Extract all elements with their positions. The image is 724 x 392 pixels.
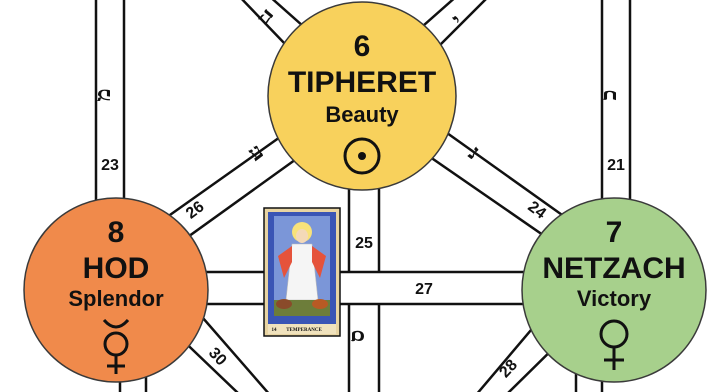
tiphareth-number: 6 xyxy=(354,30,371,63)
path-21-letter: כ xyxy=(596,90,622,101)
path-23-number: 23 xyxy=(101,157,119,174)
tiphareth-name: TIPHERET xyxy=(288,66,436,99)
hod-meaning: Splendor xyxy=(68,286,164,311)
sephira-hod: 8 HOD Splendor xyxy=(24,198,208,382)
netzach-name: NETZACH xyxy=(542,252,685,285)
netzach-number: 7 xyxy=(606,216,623,249)
path-23-channel xyxy=(96,0,124,225)
hod-number: 8 xyxy=(108,216,125,249)
path-27-channel xyxy=(190,272,540,304)
tiphareth-meaning: Beauty xyxy=(325,102,399,127)
card-roman: 14 xyxy=(272,328,278,333)
path-25-letter: ס xyxy=(344,330,370,343)
sephira-tiphareth: 6 TIPHERET Beauty xyxy=(268,2,456,190)
path-27-number: 27 xyxy=(415,281,433,298)
card-caption: TEMPERANCE xyxy=(286,328,322,333)
temperance-card: TEMPERANCE 14 xyxy=(264,208,340,336)
netzach-meaning: Victory xyxy=(577,286,652,311)
path-21-channel xyxy=(602,0,630,225)
path-21-number: 21 xyxy=(607,157,625,174)
path-23-letter: מ xyxy=(90,88,116,101)
sephira-netzach: 7 NETZACH Victory xyxy=(522,198,706,382)
path-25-number: 25 xyxy=(355,235,373,252)
hod-name: HOD xyxy=(83,252,150,285)
